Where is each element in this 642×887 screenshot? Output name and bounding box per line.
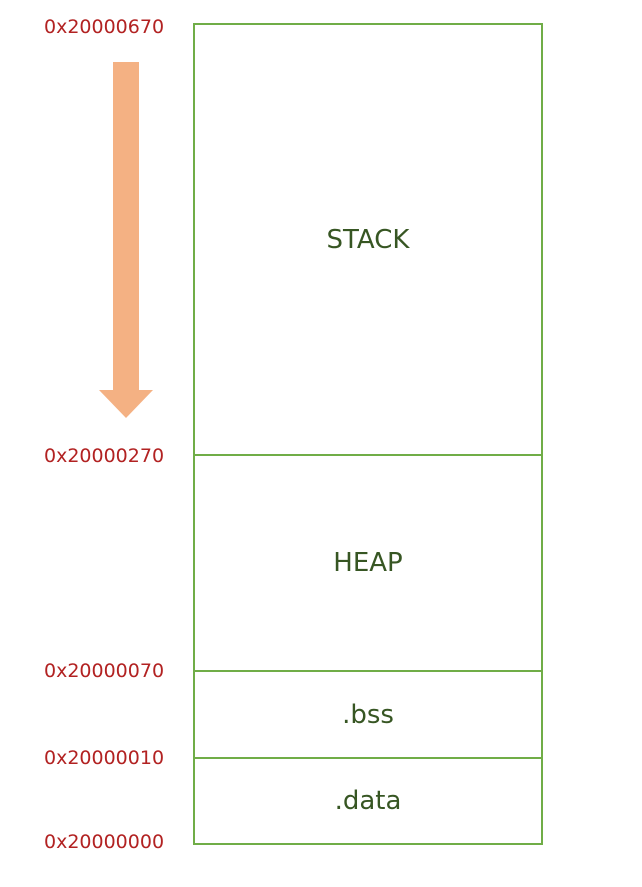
address-label-top: 0x20000670 xyxy=(44,16,165,38)
address-label-bottom: 0x20000000 xyxy=(44,831,165,853)
bss-region: .bss xyxy=(195,670,541,757)
heap-region: HEAP xyxy=(195,454,541,670)
address-label-heap-base: 0x20000070 xyxy=(44,660,165,682)
address-label-stack-base: 0x20000270 xyxy=(44,445,165,467)
data-region: .data xyxy=(195,757,541,843)
heap-label: HEAP xyxy=(333,548,403,578)
bss-label: .bss xyxy=(342,699,394,730)
memory-map: STACK HEAP .bss .data xyxy=(193,23,543,845)
stack-region: STACK xyxy=(195,25,541,454)
stack-label: STACK xyxy=(326,224,410,255)
data-label: .data xyxy=(334,786,402,816)
address-label-bss-base: 0x20000010 xyxy=(44,747,165,769)
down-arrow-icon xyxy=(99,62,153,418)
